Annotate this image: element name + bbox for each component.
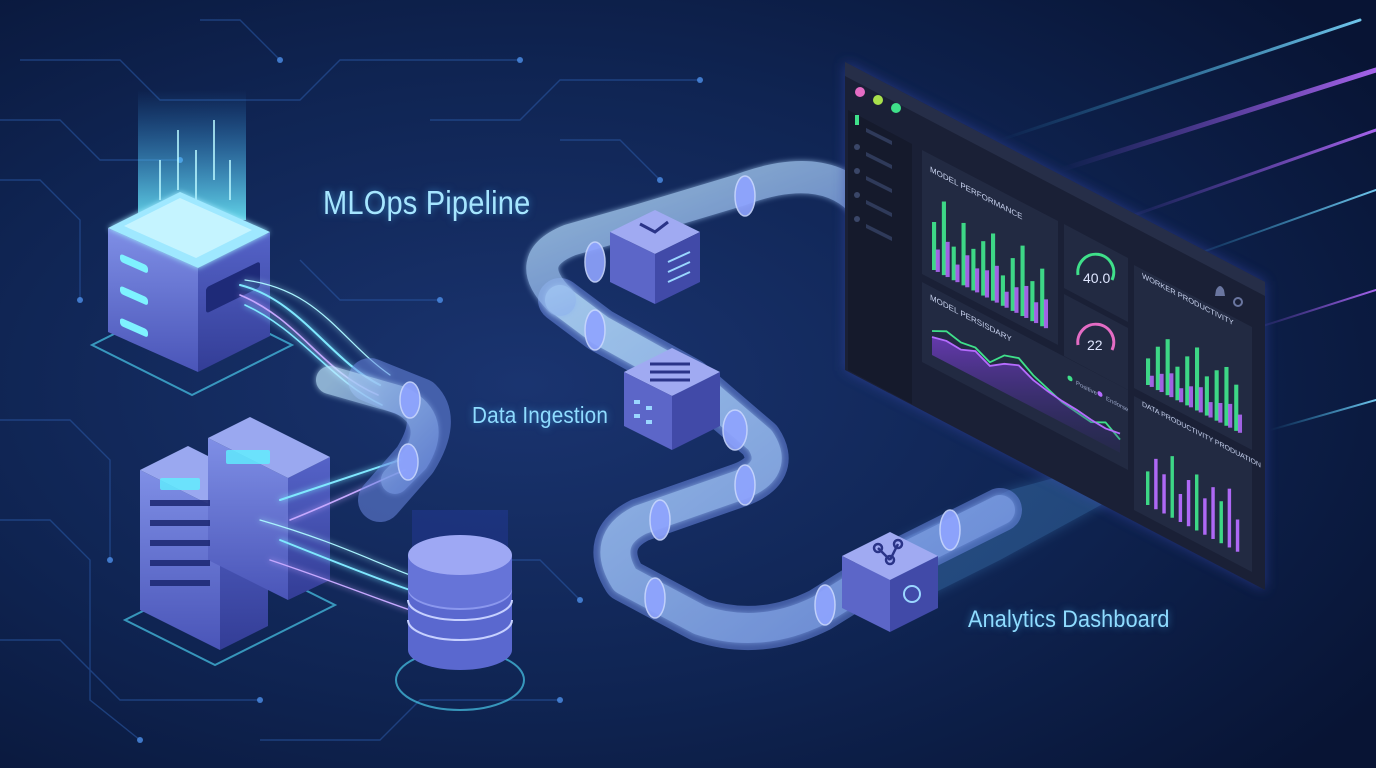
gauge-1-value: 40.0 bbox=[1083, 270, 1110, 286]
bar-0-0-7 bbox=[1000, 275, 1005, 306]
bar-3-0-4 bbox=[1178, 493, 1183, 522]
gauge-1: 40.0 bbox=[1076, 252, 1116, 286]
database-icon bbox=[395, 510, 525, 711]
bar-2-1-1 bbox=[1159, 373, 1164, 393]
bar-2-1-6 bbox=[1208, 402, 1213, 418]
label-data-ingestion: Data Ingestion bbox=[472, 402, 609, 428]
bar-2-0-5 bbox=[1195, 347, 1200, 411]
bar-3-0-2 bbox=[1162, 474, 1166, 514]
bar-2-0-9 bbox=[1234, 384, 1239, 431]
deployment-cube-icon bbox=[842, 532, 938, 632]
bar-0-1-3 bbox=[965, 255, 970, 288]
dashboard-sidebar bbox=[848, 110, 912, 404]
bar-0-0-6 bbox=[991, 233, 996, 301]
beam-streaks bbox=[159, 120, 231, 205]
bar-0-1-0 bbox=[935, 249, 940, 272]
panel-gauge-2 bbox=[1064, 294, 1128, 390]
bar-0-1-9 bbox=[1024, 285, 1029, 318]
analytics-dashboard-window: MODEL PERFORMANCE MODEL PERSISDARY WORKE… bbox=[845, 62, 1265, 590]
bar-2-1-0 bbox=[1149, 375, 1154, 387]
window-dot-2 bbox=[891, 103, 901, 113]
pipe-couplings bbox=[397, 175, 961, 626]
pipeline-tube-core bbox=[545, 285, 1015, 643]
bar-3-0-0 bbox=[1146, 471, 1150, 505]
data-processing-cube-icon bbox=[624, 348, 720, 450]
bar-0-0-11 bbox=[1040, 268, 1045, 327]
cloud-server-icon bbox=[89, 192, 295, 397]
bar-0-0-1 bbox=[941, 201, 946, 276]
bar-2-0-7 bbox=[1214, 370, 1219, 421]
bar-2-1-5 bbox=[1198, 387, 1203, 413]
bar-2-0-8 bbox=[1224, 366, 1229, 426]
bar-0-0-10 bbox=[1030, 281, 1035, 322]
bar-2-1-9 bbox=[1237, 414, 1243, 433]
area-1-1 bbox=[932, 337, 1120, 453]
bar-0-0-2 bbox=[951, 246, 956, 281]
bar-0-0-8 bbox=[1010, 258, 1015, 311]
bar-0-1-1 bbox=[945, 241, 950, 278]
bar-0-1-10 bbox=[1034, 302, 1039, 324]
settings-gear-icon bbox=[1233, 297, 1243, 307]
bar-0-0-9 bbox=[1020, 245, 1025, 317]
bar-3-0-9 bbox=[1219, 501, 1223, 544]
bar-2-0-4 bbox=[1185, 356, 1190, 406]
bar-0-0-0 bbox=[932, 222, 937, 270]
gauge-2-value: 22 bbox=[1087, 337, 1103, 353]
window-controls bbox=[855, 87, 901, 113]
bar-2-0-6 bbox=[1204, 376, 1209, 416]
bar-0-0-5 bbox=[981, 241, 986, 296]
bar-3-0-7 bbox=[1203, 498, 1207, 535]
bar-0-1-7 bbox=[1004, 291, 1009, 308]
panel-worker-productivity bbox=[1134, 265, 1252, 450]
bar-2-0-2 bbox=[1165, 339, 1170, 396]
bar-0-1-5 bbox=[984, 270, 990, 298]
dashboard-light-beam bbox=[900, 460, 1120, 600]
bar-3-0-6 bbox=[1195, 474, 1199, 531]
bar-2-0-0 bbox=[1146, 358, 1151, 385]
line-1-1 bbox=[931, 336, 1121, 435]
light-streaks bbox=[998, 18, 1376, 431]
bar-2-1-2 bbox=[1169, 373, 1174, 398]
bar-2-0-1 bbox=[1155, 346, 1160, 391]
chart-data-productivity bbox=[1146, 456, 1240, 552]
chart-model-persistence bbox=[931, 330, 1121, 453]
window-dot-1 bbox=[873, 95, 883, 105]
bar-3-0-11 bbox=[1235, 519, 1240, 552]
bar-0-1-4 bbox=[975, 268, 980, 293]
bar-2-1-3 bbox=[1179, 388, 1184, 403]
gauge-2: 22 bbox=[1076, 322, 1116, 353]
bar-3-0-3 bbox=[1170, 456, 1174, 518]
bar-0-0-3 bbox=[961, 222, 966, 286]
bar-3-0-10 bbox=[1227, 488, 1232, 548]
label-analytics-dashboard: Analytics Dashboard bbox=[968, 606, 1170, 633]
bar-0-1-8 bbox=[1014, 287, 1019, 313]
bar-0-1-2 bbox=[955, 264, 960, 283]
panel-gauge-1 bbox=[1064, 224, 1128, 322]
notification-bell-icon bbox=[1215, 286, 1225, 296]
bar-3-0-8 bbox=[1211, 487, 1215, 539]
model-training-cube-icon bbox=[610, 210, 700, 304]
server-rack-icon bbox=[122, 417, 338, 667]
bar-2-1-4 bbox=[1188, 386, 1194, 408]
bar-2-1-8 bbox=[1228, 403, 1233, 428]
bar-2-0-3 bbox=[1175, 366, 1180, 401]
chart-model-performance bbox=[932, 201, 1049, 329]
chart-worker-productivity bbox=[1146, 339, 1243, 433]
bar-0-1-11 bbox=[1043, 299, 1049, 329]
bar-0-0-4 bbox=[971, 248, 976, 291]
bar-3-0-1 bbox=[1154, 458, 1158, 510]
bar-3-0-5 bbox=[1186, 480, 1191, 527]
bar-0-1-6 bbox=[994, 265, 999, 303]
bar-2-1-7 bbox=[1218, 402, 1223, 423]
window-dot-0 bbox=[855, 87, 865, 97]
pipeline-title: MLOps Pipeline bbox=[323, 184, 531, 221]
